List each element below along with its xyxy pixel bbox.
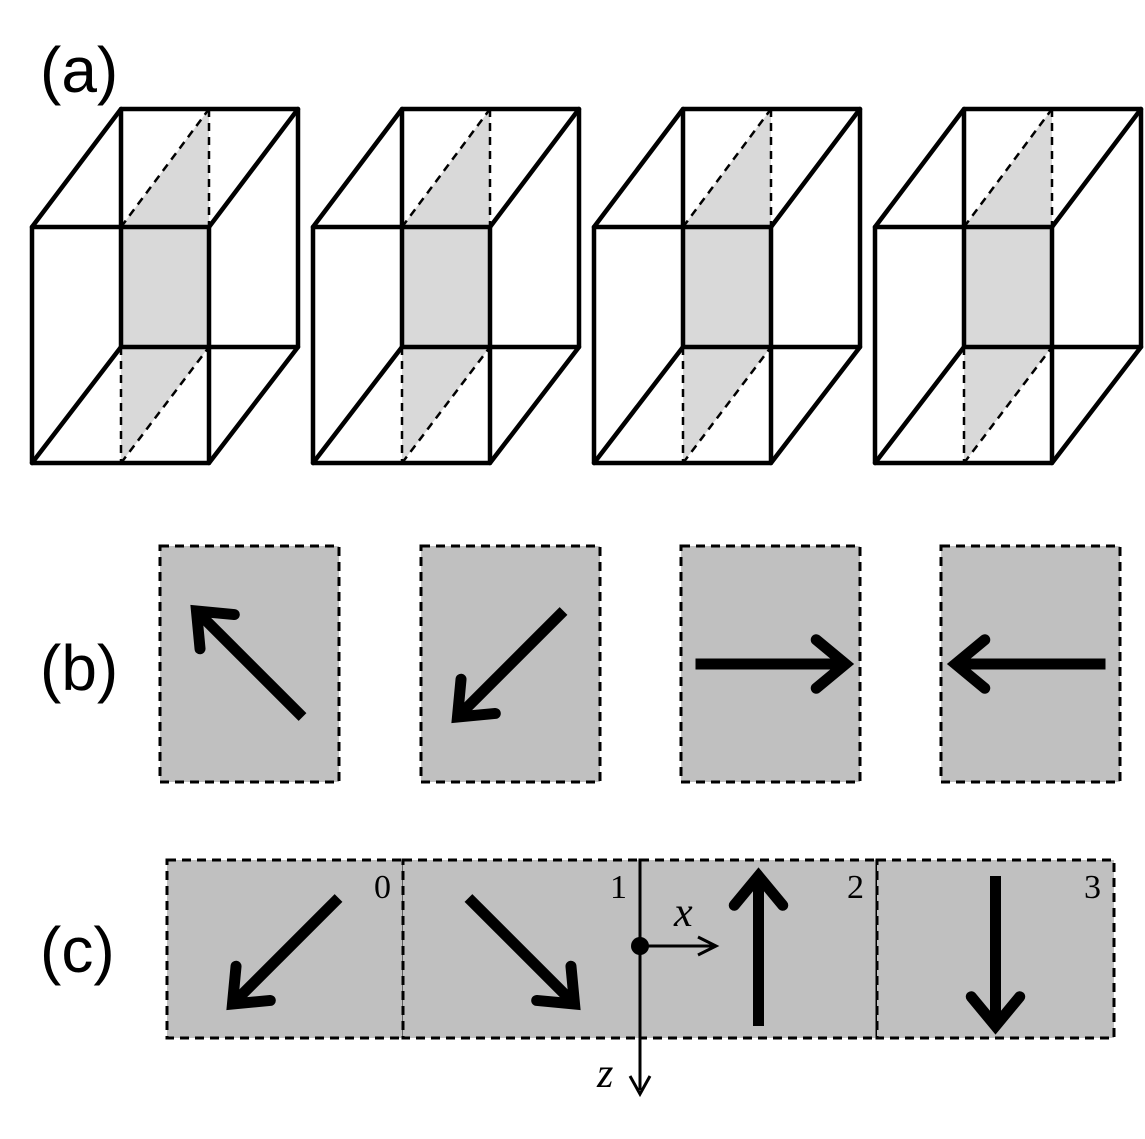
plane-edge-bottom [963, 346, 1053, 464]
plane-edge-top [119, 108, 211, 228]
magnetization-arrow [695, 634, 855, 694]
panel-c-cell: 1 [401, 858, 642, 1040]
panel-c-cell: 0 [165, 858, 406, 1040]
cell-index-label: 1 [610, 869, 627, 906]
z-axis-label: z [596, 1051, 613, 1097]
z-axis-arrowhead [628, 1075, 652, 1098]
cube-mid-plane [964, 109, 1052, 463]
cube-top-right-edge [487, 106, 582, 230]
panel-b-label: (b) [40, 632, 118, 704]
magnetization-arrow [965, 876, 1026, 1035]
plane-edge-bottom [401, 346, 491, 464]
origin-dot [631, 937, 649, 955]
magnetization-arrow [190, 604, 307, 721]
magnetization-arrow [451, 607, 568, 724]
magnetization-arrow [946, 634, 1106, 694]
magnetization-arrow [728, 867, 789, 1026]
plane-edge-top [400, 108, 492, 228]
plane-edge-top [962, 108, 1054, 228]
plane-edge-top [681, 108, 773, 228]
panel-c-cell: 3 [875, 858, 1116, 1040]
panel-c-cell: 2 [638, 858, 879, 1040]
x-axis-arrowhead [697, 935, 720, 957]
cube-top-right-edge [206, 106, 301, 230]
cube-bottom-left-edge [29, 344, 124, 466]
panel-b-box [158, 544, 341, 784]
cube-mid-plane [121, 109, 209, 463]
cube [29, 106, 301, 466]
cube [591, 106, 863, 466]
cube [872, 106, 1144, 466]
magnetization-arrow [226, 894, 343, 1011]
cube-mid-plane [683, 109, 771, 463]
panel-b-box [419, 544, 602, 784]
plane-edge-bottom [682, 346, 772, 464]
cube [310, 106, 582, 466]
panel-c-label: (c) [40, 914, 115, 986]
cube-top-right-edge [1049, 106, 1144, 230]
axes: x z [596, 860, 720, 1098]
cube-bottom-left-edge [310, 344, 405, 466]
panel-c-strip: 0 1 2 3 [165, 858, 1116, 1040]
panel-b-box [679, 544, 862, 784]
panel-b-row [158, 544, 1122, 784]
cube-bottom-left-edge [872, 344, 967, 466]
panel-a-label: (a) [40, 34, 118, 106]
panel-b-box [939, 544, 1122, 784]
plane-edge-bottom [120, 346, 210, 464]
cell-index-label: 2 [847, 869, 864, 906]
cube-row [29, 106, 1144, 466]
cube-bottom-left-edge [591, 344, 686, 466]
magnetization-arrow [464, 894, 581, 1011]
cell-index-label: 0 [374, 869, 391, 906]
x-axis-label: x [673, 890, 693, 936]
cell-index-label: 3 [1084, 869, 1101, 906]
cube-mid-plane [402, 109, 490, 463]
cube-top-right-edge [768, 106, 863, 230]
